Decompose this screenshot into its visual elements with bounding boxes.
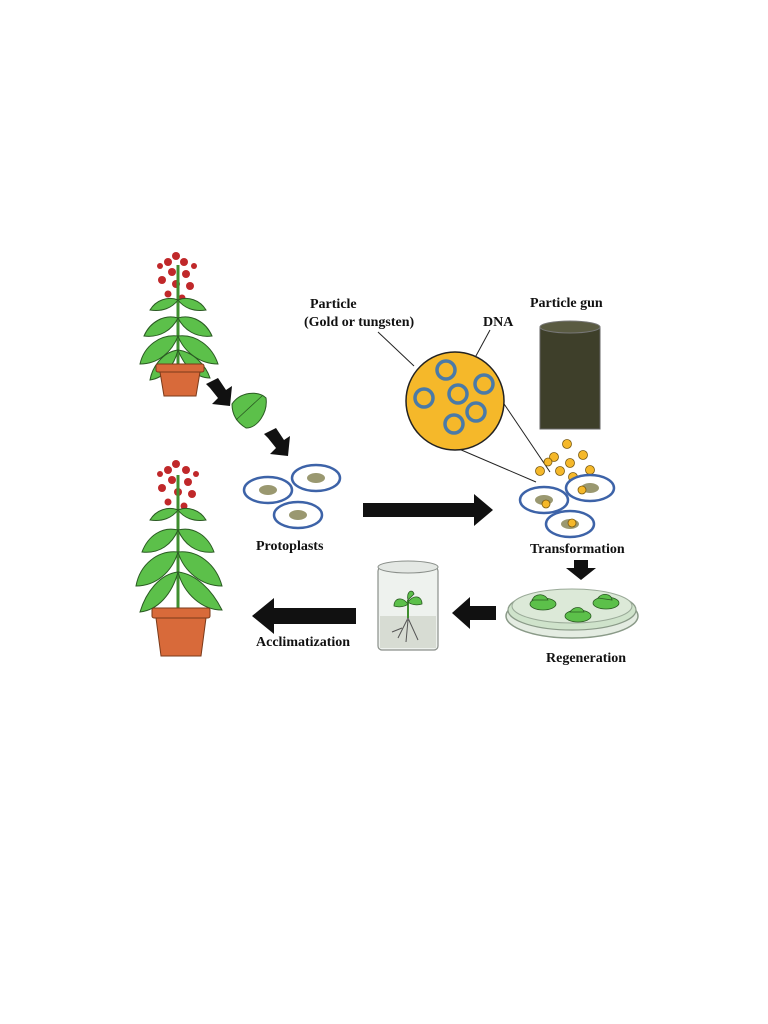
arrow-protoplasts-to-transformation — [363, 494, 493, 526]
gold-particle-magnified — [405, 351, 505, 451]
source-plant — [139, 252, 219, 397]
flower-pot — [155, 363, 205, 397]
petri-dish — [505, 588, 639, 639]
plant-leaves — [139, 297, 219, 381]
culture-jar — [377, 560, 439, 651]
detached-leaf — [231, 392, 267, 429]
label-dna: DNA — [483, 315, 514, 330]
callus-tissue — [529, 594, 620, 623]
arrow-leaf-to-protoplasts — [264, 428, 290, 456]
label-particle: Particle — [310, 297, 357, 312]
arrow-transformation-to-regeneration — [566, 560, 596, 580]
plantlet — [391, 590, 423, 643]
particle-gun-barrel — [539, 320, 601, 430]
label-protoplasts: Protoplasts — [256, 539, 324, 554]
label-transformation: Transformation — [530, 542, 625, 557]
flower-cluster — [157, 460, 199, 510]
label-acclimatization: Acclimatization — [256, 635, 350, 650]
flower-pot — [151, 607, 211, 657]
acclimatized-plant — [135, 460, 223, 657]
arrow-jar-to-plant — [252, 598, 356, 634]
arrow-plant-to-leaf — [206, 378, 232, 406]
arrow-regeneration-to-jar — [452, 597, 496, 629]
label-regeneration: Regeneration — [546, 651, 626, 666]
label-particle-gun: Particle gun — [530, 296, 603, 311]
protoplast-cells — [242, 463, 342, 530]
plant-leaves — [135, 507, 223, 613]
flower-cluster — [157, 252, 197, 302]
transformation-cells — [518, 473, 616, 539]
dna-rings — [413, 359, 495, 435]
label-particle-material: (Gold or tungsten) — [304, 315, 415, 330]
